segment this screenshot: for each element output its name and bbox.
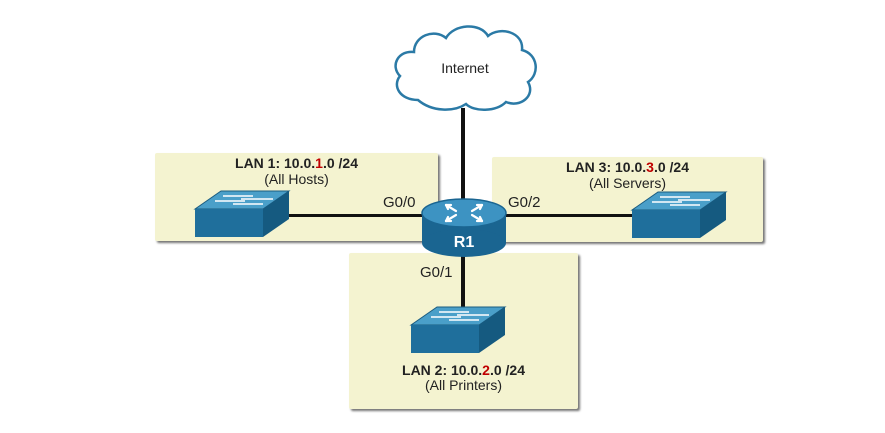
lan3-title: LAN 3: 10.0.3.0 /24 <box>492 159 763 175</box>
lan2-title: LAN 2: 10.0.2.0 /24 <box>349 362 578 378</box>
link-r1-lan1-switch <box>285 214 430 217</box>
lan1-switch-icon <box>193 190 291 237</box>
link-r1-internet <box>461 108 465 208</box>
lan2-octet: 2 <box>482 362 490 378</box>
lan2-suffix: .0 /24 <box>489 362 525 378</box>
lan3-prefix: LAN 3: 10.0. <box>566 159 647 175</box>
router-icon <box>421 198 507 257</box>
lan1-prefix: LAN 1: 10.0. <box>235 155 316 171</box>
lan3-octet: 3 <box>646 159 654 175</box>
interface-g0-0-label: G0/0 <box>383 194 416 211</box>
lan2-description: (All Printers) <box>424 377 502 393</box>
lan1-title: LAN 1: 10.0.1.0 /24 <box>155 155 438 171</box>
lan3-suffix: .0 /24 <box>653 159 689 175</box>
internet-label: Internet <box>441 60 489 76</box>
interface-g0-2-label: G0/2 <box>508 194 541 211</box>
lan1-octet: 1 <box>315 155 323 171</box>
internet-cloud-icon <box>394 25 537 111</box>
lan1-suffix: .0 /24 <box>322 155 358 171</box>
lan2-prefix: LAN 2: 10.0. <box>402 362 483 378</box>
link-r1-lan2-switch <box>461 250 465 312</box>
lan2-switch-icon <box>409 306 507 353</box>
router-label: R1 <box>453 234 475 251</box>
lan3-description: (All Servers) <box>588 175 666 191</box>
lan3-switch-icon <box>630 191 728 238</box>
lan1-description: (All Hosts) <box>264 171 329 187</box>
link-r1-lan3-switch <box>500 214 640 217</box>
interface-g0-1-label: G0/1 <box>420 264 453 281</box>
